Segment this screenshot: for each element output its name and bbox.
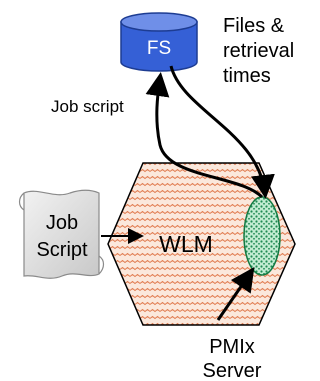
- files-retrieval-arrow: [169, 65, 275, 199]
- pmix-server-ellipse: [243, 196, 281, 276]
- files-label-line2: retrieval: [223, 40, 294, 62]
- files-label-line3: times: [223, 65, 271, 87]
- files-label-line1: Files &: [223, 15, 285, 37]
- fs-cylinder-icon: [120, 12, 198, 72]
- job-script-scroll-icon: [18, 189, 105, 279]
- job-script-arrow: [145, 72, 264, 199]
- scroll-label-line2: Script: [36, 239, 88, 261]
- pmix-pointer-arrow: [216, 267, 255, 321]
- job-script-arrow-label: Job script: [51, 97, 124, 116]
- files-retrieval-label: Files & retrieval times: [223, 15, 294, 87]
- scroll-label-line1: Job: [46, 212, 78, 234]
- pmix-label-line2: Server: [203, 360, 262, 381]
- pmix-label-line1: PMIx: [209, 336, 255, 358]
- wlm-label: WLM: [159, 231, 213, 257]
- fs-label: FS: [147, 38, 171, 59]
